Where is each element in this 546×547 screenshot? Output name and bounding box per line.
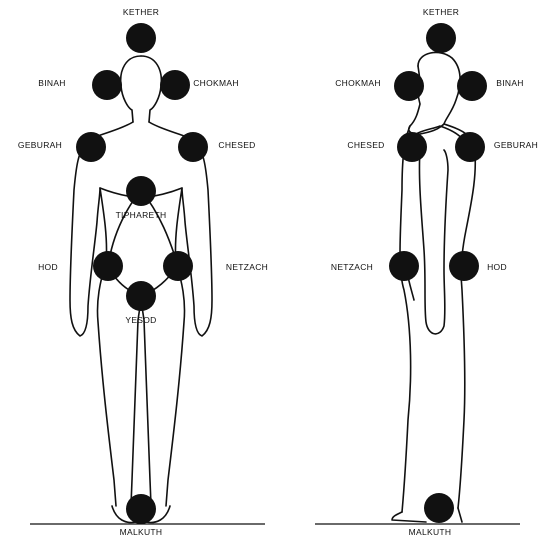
- side-chokmah-node: [394, 71, 424, 101]
- front-label-binah: BINAH: [38, 79, 65, 88]
- front-label-malkuth: MALKUTH: [120, 528, 163, 537]
- side-malkuth-node: [424, 493, 454, 523]
- side-label-hod: HOD: [487, 263, 507, 272]
- front-label-chokmah: CHOKMAH: [193, 79, 239, 88]
- front-head-outline: [121, 56, 141, 122]
- front-label-hod: HOD: [38, 263, 58, 272]
- front-energy-path: [108, 190, 178, 296]
- front-label-tiphareth: TIPHARETH: [116, 211, 167, 220]
- side-netzach-node: [389, 251, 419, 281]
- front-label-geburah: GEBURAH: [18, 141, 62, 150]
- front-yesod-node: [126, 281, 156, 311]
- front-figure: [30, 23, 265, 524]
- side-head-outline: [418, 52, 460, 124]
- front-hod-node: [93, 251, 123, 281]
- front-label-chesed: CHESED: [218, 141, 255, 150]
- front-inner-legs: [131, 300, 151, 505]
- front-label-kether: KETHER: [123, 8, 159, 17]
- side-arm-outline: [419, 150, 448, 334]
- front-label-yesod: YESOD: [125, 316, 156, 325]
- front-malkuth-node: [126, 494, 156, 524]
- front-tiphareth-node: [126, 176, 156, 206]
- front-netzach-node: [163, 251, 193, 281]
- side-label-chokmah: CHOKMAH: [335, 79, 381, 88]
- front-chokmah-node: [160, 70, 190, 100]
- side-label-netzach: NETZACH: [331, 263, 373, 272]
- front-kether-node: [126, 23, 156, 53]
- side-body-outline: [400, 124, 475, 512]
- side-label-chesed: CHESED: [347, 141, 384, 150]
- front-chesed-node: [178, 132, 208, 162]
- side-label-malkuth: MALKUTH: [409, 528, 452, 537]
- side-figure: [315, 23, 520, 524]
- front-head-outline-right: [141, 56, 161, 122]
- front-label-netzach: NETZACH: [226, 263, 268, 272]
- side-chesed-node: [397, 132, 427, 162]
- side-geburah-node: [455, 132, 485, 162]
- side-label-binah: BINAH: [496, 79, 523, 88]
- side-binah-node: [457, 71, 487, 101]
- front-geburah-node: [76, 132, 106, 162]
- front-binah-node: [92, 70, 122, 100]
- side-label-geburah: GEBURAH: [494, 141, 538, 150]
- side-label-kether: KETHER: [423, 8, 459, 17]
- side-hod-node: [449, 251, 479, 281]
- side-kether-node: [426, 23, 456, 53]
